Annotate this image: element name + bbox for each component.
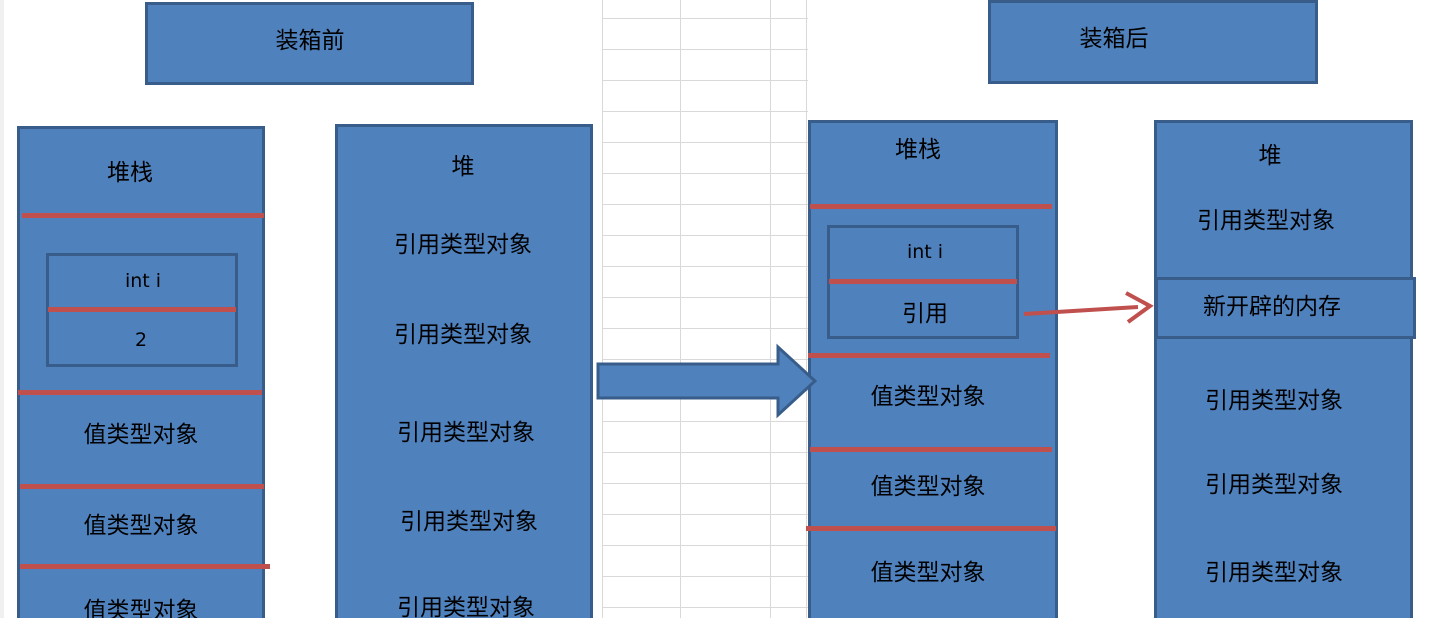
before-int-i-name: int i [124,270,162,292]
grid-row-line [602,111,808,112]
before-stack-title: 堆栈 [107,160,153,186]
before-stack-divider-4 [20,564,270,569]
left-edge-strip [0,0,4,618]
after-int-i-cell [827,225,1019,339]
grid-row-line [602,266,808,267]
after-title: 装箱后 [1079,26,1149,52]
before-stack-divider-2 [18,390,262,395]
before-stack-column [17,126,265,618]
new-memory-label: 新开辟的内存 [1203,294,1341,320]
after-heap-title: 堆 [1258,143,1282,169]
grid-row-line [602,142,808,143]
grid-row-line [602,514,808,515]
after-int-i-divider [829,279,1017,284]
after-heap-item-3: 引用类型对象 [1205,560,1343,586]
grid-row-line [602,607,808,608]
before-heap-item-3: 引用类型对象 [397,420,535,446]
after-int-i-reference: 引用 [902,301,948,327]
grid-row-line [602,297,808,298]
after-stack-divider-2 [808,353,1050,358]
before-heap-column [335,124,593,618]
grid-row-line [602,483,808,484]
after-stack-item-1: 值类型对象 [870,384,986,410]
before-stack-item-2: 值类型对象 [83,513,199,539]
after-int-i-name: int i [906,241,944,263]
after-heap-item-top: 引用类型对象 [1197,208,1335,234]
before-title-box [145,2,474,85]
after-stack-item-2: 值类型对象 [870,474,986,500]
reference-arrow-shaft [1023,305,1139,316]
before-stack-item-1: 值类型对象 [83,422,199,448]
boxing-transition-arrow [596,343,818,419]
grid-row-line [602,328,808,329]
grid-row-line [602,18,808,19]
grid-row-line [602,80,808,81]
before-stack-divider-3 [20,484,264,489]
grid-row-line [602,421,808,422]
after-heap-column [1154,120,1413,618]
after-stack-title: 堆栈 [895,137,941,163]
after-stack-divider-4 [806,526,1056,531]
after-title-box [988,0,1318,84]
before-heap-item-2: 引用类型对象 [394,322,532,348]
before-heap-title: 堆 [451,154,475,180]
after-heap-item-1: 引用类型对象 [1205,388,1343,414]
reference-arrow-head [1125,291,1154,324]
before-title: 装箱前 [275,28,345,54]
before-int-i-value: 2 [134,329,148,351]
grid-row-line [602,576,808,577]
before-stack-item-3: 值类型对象 [83,598,199,618]
grid-row-line [602,235,808,236]
before-heap-item-1: 引用类型对象 [394,232,532,258]
grid-row-line [602,452,808,453]
before-stack-divider-1 [22,213,264,218]
before-heap-item-5: 引用类型对象 [397,595,535,618]
grid-row-line [602,173,808,174]
after-stack-divider-3 [810,447,1052,452]
after-stack-item-3: 值类型对象 [870,560,986,586]
before-int-i-divider [48,307,236,312]
grid-row-line [602,545,808,546]
after-stack-divider-1 [810,204,1052,209]
before-heap-item-4: 引用类型对象 [400,509,538,535]
new-memory-cell [1155,277,1416,339]
after-stack-column [808,120,1058,618]
grid-row-line [602,359,808,360]
grid-row-line [602,204,808,205]
grid-row-line [602,49,808,50]
after-heap-item-2: 引用类型对象 [1205,472,1343,498]
before-int-i-cell [46,253,238,367]
